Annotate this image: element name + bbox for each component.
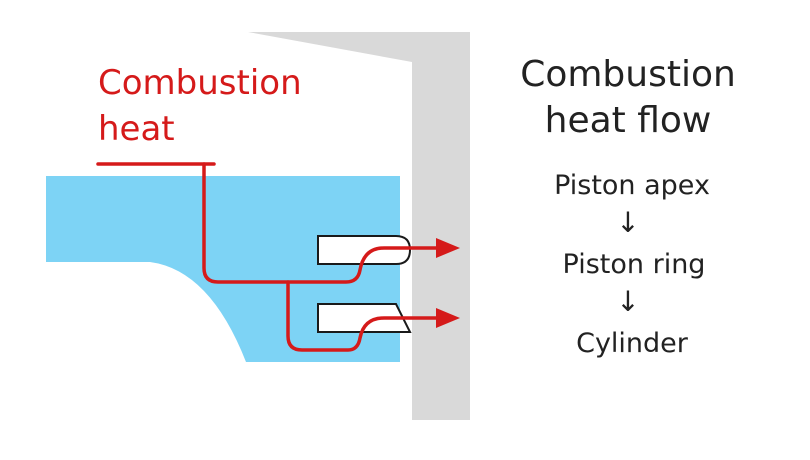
heat-arrowhead-upper: [436, 238, 460, 258]
piston-ring-top: [317, 235, 412, 265]
piston-ring-bottom: [317, 303, 412, 333]
flow-step-piston-ring: Piston ring: [563, 249, 706, 280]
piston: [46, 176, 400, 362]
combustion-heat-label-line1: Combustion: [98, 63, 302, 103]
combustion-heat-label-line2: heat: [98, 109, 175, 149]
heat-path-to-lower-ring: [286, 280, 440, 352]
heat-path-to-upper-ring: [202, 162, 440, 284]
flow-step-piston-apex: Piston apex: [554, 170, 710, 201]
flow-arrow-1: ↓: [616, 206, 639, 239]
panel-title-line1: Combustion: [520, 54, 736, 95]
heat-arrowhead-lower: [436, 308, 460, 328]
heat-flow-lines: [96, 162, 440, 352]
cylinder-wall: [248, 32, 470, 420]
flow-step-cylinder: Cylinder: [576, 328, 689, 359]
panel-title-line2: heat flow: [545, 100, 712, 141]
flow-arrow-2: ↓: [616, 285, 639, 318]
